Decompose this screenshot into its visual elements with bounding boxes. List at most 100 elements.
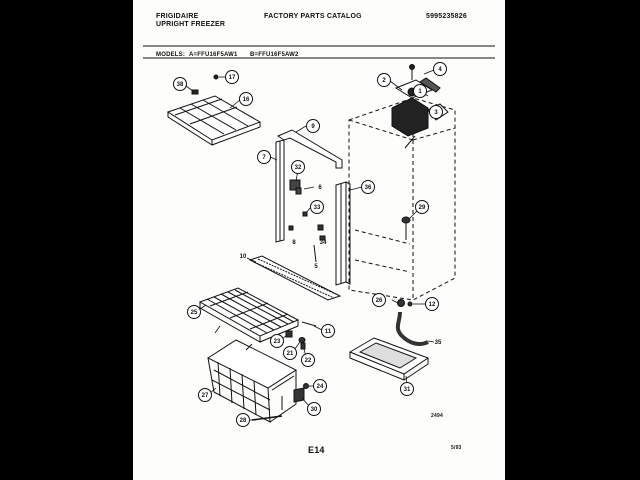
basket-stop [293,387,305,403]
callout-9: 9 [306,119,320,133]
svg-text:36: 36 [365,185,372,191]
callout-6: 6 [318,185,322,191]
svg-text:26: 26 [376,298,383,304]
svg-text:38: 38 [177,82,184,88]
screw [302,211,308,217]
revision-date: 5/93 [451,445,462,451]
callout-32: 32 [291,160,305,174]
svg-text:25: 25 [191,310,198,316]
callout-1: 1 [413,84,427,98]
callout-21: 21 [283,346,297,360]
callout-16: 16 [239,92,253,106]
callout-3: 3 [429,105,443,119]
top-grille [166,95,262,146]
callout-22: 22 [301,353,315,367]
model-a: A=FFU16F5AW1 [189,52,238,58]
callout-11: 11 [321,324,335,338]
callout-38: 38 [173,77,187,91]
callout-34: 34 [320,240,327,246]
hinge-pin [295,187,302,195]
hinge-bracket [289,179,301,191]
callout-8: 8 [292,240,296,246]
svg-text:2: 2 [382,78,386,84]
wire-basket [206,339,298,423]
svg-text:22: 22 [305,358,312,364]
callout-28: 28 [236,413,250,427]
callout-29: 29 [415,200,429,214]
svg-text:31: 31 [404,387,411,393]
callout-7: 7 [257,150,271,164]
model-b: B=FFU16F5AW2 [250,52,299,58]
svg-text:30: 30 [311,407,318,413]
callout-10: 10 [240,254,247,260]
callout-markers: 38 17 16 2 1 3 4 9 7 32 33 36 6 34 8 10 … [173,62,447,427]
spacer [285,330,293,338]
svg-text:1: 1 [418,89,422,95]
svg-text:9: 9 [311,124,315,130]
svg-text:5: 5 [314,264,318,270]
mounting-screw [409,64,415,80]
rod [313,244,317,263]
svg-text:32: 32 [295,165,302,171]
retainer [300,342,306,350]
drain-tube [395,311,429,346]
grille-fastener [213,74,219,80]
bushing-small [298,337,306,343]
callout-23: 23 [270,334,284,348]
clip-lower [319,235,326,241]
callout-5: 5 [314,264,318,270]
svg-text:16: 16 [243,97,250,103]
svg-text:23: 23 [274,339,281,345]
callout-17: 17 [225,70,239,84]
door-strip-left [275,139,285,243]
freezer-cabinet-outline [348,97,456,301]
drain-fitting [401,216,411,240]
catalog-part-number: 5995235826 [426,13,467,20]
shelf-pin [301,321,317,327]
svg-text:6: 6 [318,185,322,191]
svg-text:11: 11 [325,329,332,335]
callout-30: 30 [307,402,321,416]
grille-screw [191,89,199,95]
callout-4: 4 [433,62,447,76]
svg-text:10: 10 [240,254,247,260]
svg-text:3: 3 [434,110,438,116]
handle-bar [276,129,343,169]
callout-31: 31 [400,382,414,396]
svg-text:29: 29 [419,205,426,211]
svg-text:8: 8 [292,240,296,246]
callout-27: 27 [198,388,212,402]
parts-sheet: FRIGIDAIRE UPRIGHT FREEZER FACTORY PARTS… [133,0,505,480]
bushing [288,225,294,231]
basket-rod [251,415,283,421]
callout-36: 36 [361,180,375,194]
svg-text:17: 17 [229,75,236,81]
svg-text:21: 21 [287,351,294,357]
brand-name: FRIGIDAIRE [156,13,199,20]
callout-26: 26 [372,293,386,307]
svg-text:4: 4 [438,67,442,73]
svg-text:35: 35 [435,340,442,346]
svg-text:24: 24 [317,384,324,390]
catalog-title: FACTORY PARTS CATALOG [264,13,362,20]
callout-33: 33 [310,200,324,214]
svg-text:33: 33 [314,205,321,211]
page-number: E14 [308,445,325,455]
svg-text:27: 27 [202,393,209,399]
callout-12: 12 [425,297,439,311]
product-name: UPRIGHT FREEZER [156,21,226,28]
wire-shelf [198,287,300,343]
drain-grommet [397,299,405,307]
door-strip-right [335,181,351,286]
callout-24: 24 [313,379,327,393]
models-label: MODELS: [156,52,186,58]
clip [317,224,324,231]
svg-text:12: 12 [429,302,436,308]
svg-text:28: 28 [240,418,247,424]
callout-25: 25 [187,305,201,319]
drain-pan [348,337,430,381]
svg-text:7: 7 [262,155,266,161]
callout-35: 35 [435,340,442,346]
diagram-code: 2494 [431,413,443,419]
